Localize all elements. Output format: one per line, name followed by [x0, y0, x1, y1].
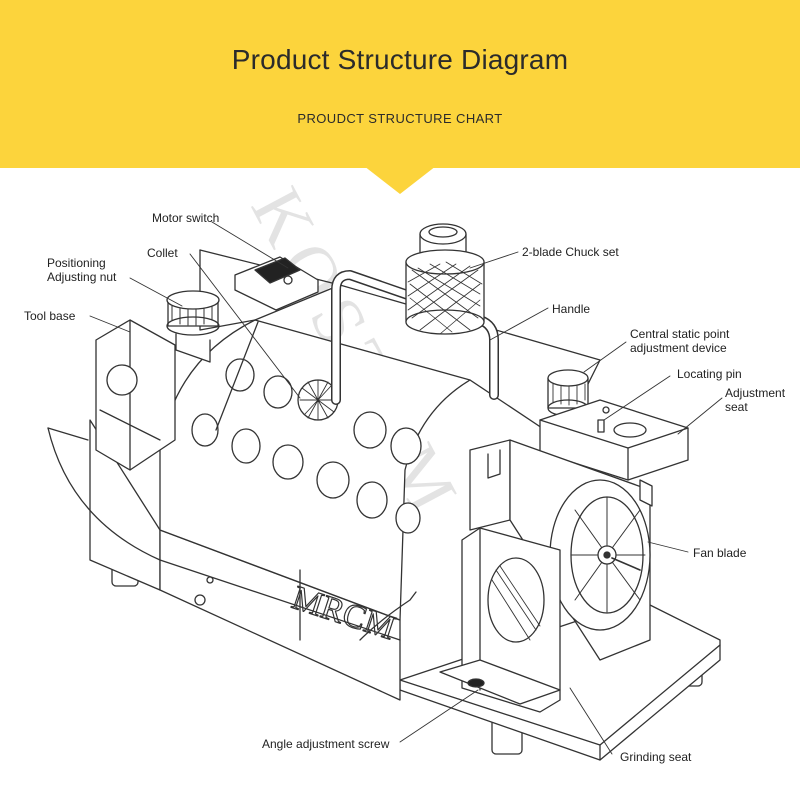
banner-pointer — [364, 166, 436, 194]
label-chuck-set: 2-blade Chuck set — [522, 245, 619, 259]
label-handle: Handle — [552, 302, 591, 316]
label-grinding-seat: Grinding seat — [620, 750, 692, 764]
label-fan-blade: Fan blade — [693, 546, 747, 560]
tool-base-block — [95, 319, 176, 471]
motor-switch — [234, 256, 319, 311]
label-positioning-nut-line2: Adjusting nut — [47, 270, 117, 284]
label-central-point-line2: adjustment device — [630, 341, 727, 355]
label-positioning-nut-line1: Positioning — [47, 256, 106, 270]
label-central-point: Central static point adjustment device — [630, 327, 729, 355]
label-motor-switch: Motor switch — [152, 211, 220, 225]
grinding-seat-block — [439, 527, 561, 713]
label-collet: Collet — [147, 246, 178, 260]
adjustment-seat — [539, 399, 689, 481]
label-positioning-nut: Positioning Adjusting nut — [47, 256, 116, 284]
label-tool-base: Tool base — [24, 309, 76, 323]
page-subtitle: PROUDCT STRUCTURE CHART — [297, 111, 503, 126]
main-housing — [47, 249, 601, 701]
chuck-set — [405, 223, 485, 335]
page-title: Product Structure Diagram — [231, 44, 569, 75]
label-adjustment-seat-line2: seat — [725, 400, 748, 414]
fan-housing — [469, 439, 653, 661]
label-adjustment-seat: Adjustment seat — [725, 386, 785, 414]
cover-holes — [191, 358, 422, 534]
label-central-point-line1: Central static point — [630, 327, 730, 341]
label-locating-pin: Locating pin — [677, 367, 742, 381]
label-angle-screw: Angle adjustment screw — [262, 737, 390, 751]
label-adjustment-seat-line1: Adjustment — [725, 386, 786, 400]
leader-lines — [89, 221, 723, 755]
header-banner — [0, 0, 800, 168]
central-point-knob — [547, 369, 589, 417]
